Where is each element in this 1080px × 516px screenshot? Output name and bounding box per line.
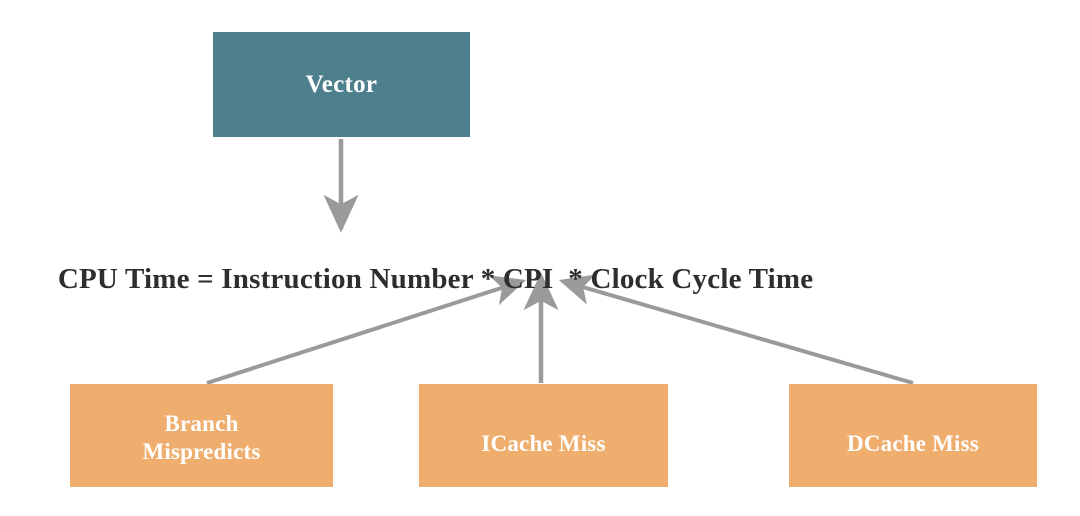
node-icache-miss[interactable]: ICache Miss	[419, 384, 668, 487]
node-branch-mispredicts-line1: Branch	[164, 411, 239, 437]
node-vector-label: Vector	[305, 70, 378, 98]
node-icache-miss-label: ICache Miss	[481, 430, 606, 456]
node-branch-mispredicts-line2: Mispredicts	[142, 438, 261, 464]
formula-expression: CPU Time = Instruction Number * CPI * Cl…	[57, 263, 814, 295]
node-dcache-miss[interactable]: DCache Miss	[789, 384, 1037, 487]
formula-text: CPU Time = Instruction Number * CPI * Cl…	[28, 230, 1048, 329]
node-vector[interactable]: Vector	[213, 32, 470, 137]
node-dcache-miss-label: DCache Miss	[847, 430, 979, 456]
node-branch-mispredicts[interactable]: Branch Mispredicts	[70, 384, 333, 487]
node-branch-mispredicts-label: Branch Mispredicts	[142, 410, 260, 464]
